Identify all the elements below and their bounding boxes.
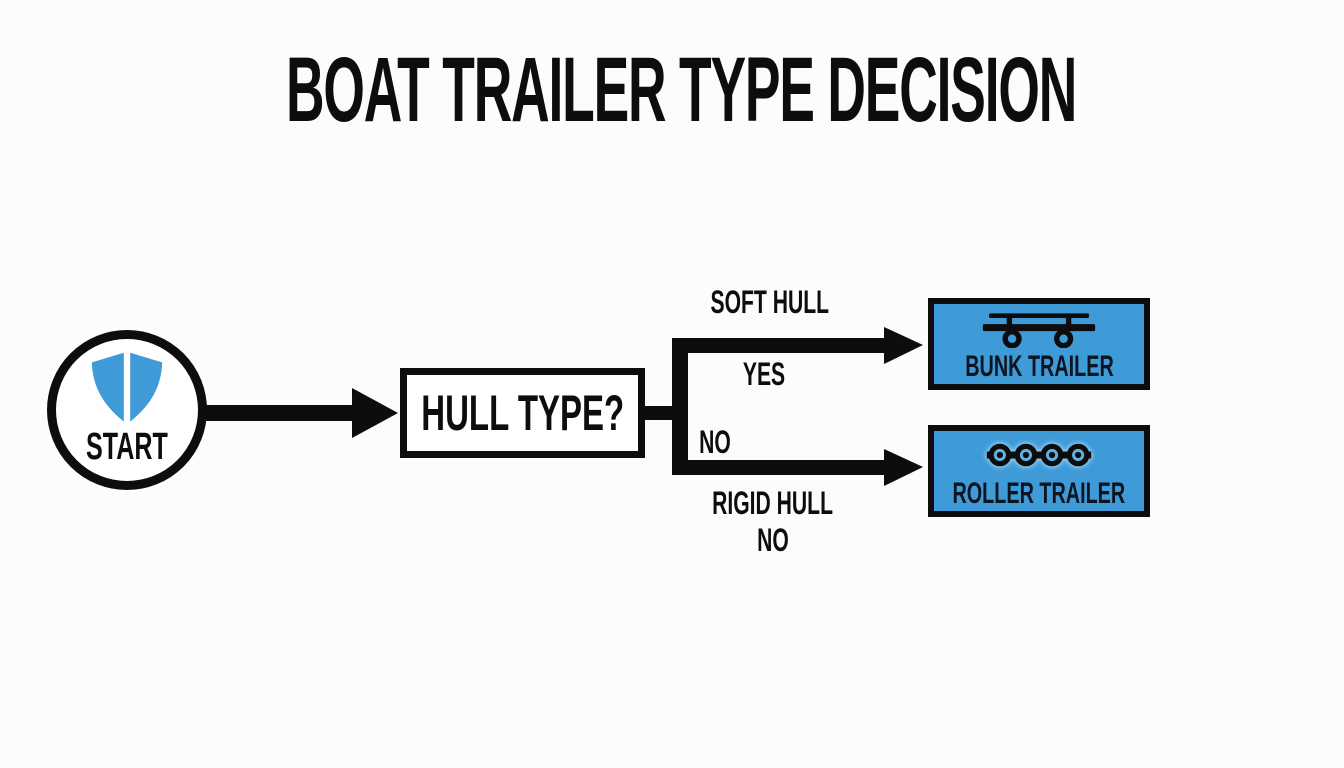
- roller-trailer-label: ROLLER TRAILER: [952, 477, 1126, 510]
- page-title: BOAT TRAILER TYPE DECISION: [0, 44, 1344, 136]
- bunk-trailer-node: BUNK TRAILER: [928, 298, 1150, 390]
- roller-trailer-node: ROLLER TRAILER: [928, 425, 1150, 517]
- bunk-trailer-label: BUNK TRAILER: [964, 350, 1114, 383]
- roller-trailer-icon: [986, 443, 1092, 467]
- decision-node-label: HULL TYPE?: [421, 385, 624, 441]
- edge-start-to-decision: [204, 388, 398, 438]
- start-node-label: START: [86, 426, 168, 468]
- no-branch-label-rigid-hull: RIGID HULL NO: [712, 485, 834, 558]
- no-branch-label-no: NO: [699, 424, 731, 460]
- decision-node-hull-type: HULL TYPE?: [400, 368, 645, 458]
- start-node: START: [47, 330, 207, 490]
- edge-no-arrow: [672, 449, 923, 486]
- edge-yes-arrow: [672, 327, 923, 364]
- edge-branch-trunk: [645, 338, 688, 475]
- boat-hull-shield-icon: [91, 352, 163, 422]
- bunk-trailer-icon: [982, 313, 1096, 348]
- yes-branch-label-yes: YES: [742, 356, 786, 392]
- yes-branch-label-soft-hull: SOFT HULL: [710, 284, 830, 320]
- page-title-text: BOAT TRAILER TYPE DECISION: [286, 39, 1077, 141]
